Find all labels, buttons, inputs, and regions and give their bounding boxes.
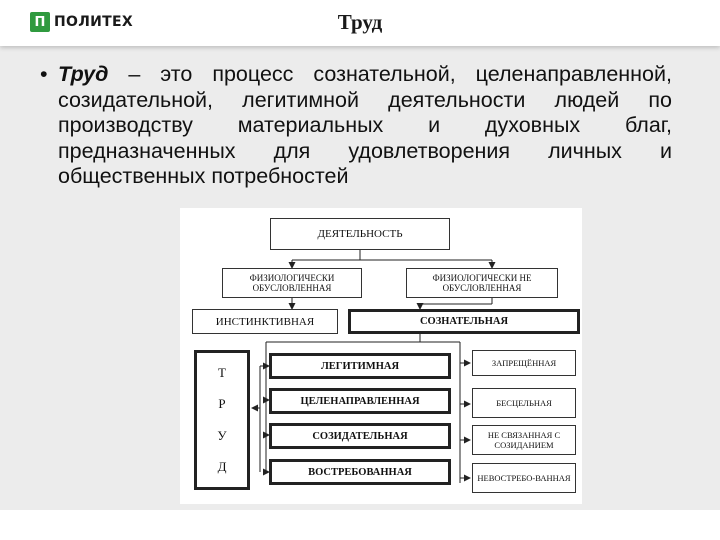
demanded-box: ВОСТРЕБОВАННАЯ [269, 459, 451, 485]
logo-mark-icon: П [30, 12, 50, 32]
definition-paragraph: • Труд – это процесс сознательной, целен… [40, 62, 672, 190]
labor-letter: Т [218, 364, 226, 380]
slide-footer [0, 510, 720, 540]
definition-text: – это процесс сознательной, целенаправле… [58, 62, 672, 188]
slide-title: Труд [337, 10, 383, 34]
non-physiological-box: ФИЗИОЛОГИЧЕСКИ НЕ ОБУСЛОВЛЕННАЯ [406, 268, 558, 298]
slide-header: П ПОЛИТЕХ Труд [0, 0, 720, 46]
instinctive-box: ИНСТИНКТИВНАЯ [192, 309, 338, 334]
root-activity-box: ДЕЯТЕЛЬНОСТЬ [270, 218, 450, 250]
purposeful-box: ЦЕЛЕНАПРАВЛЕННАЯ [269, 388, 451, 414]
undemanded-box: НЕВОСТРЕБО-ВАННАЯ [472, 463, 576, 493]
labor-letter: У [217, 427, 227, 443]
definition-term: Труд [58, 62, 109, 86]
creative-box: СОЗИДАТЕЛЬНАЯ [269, 423, 451, 449]
labor-letter: Р [218, 396, 226, 412]
logo-text: ПОЛИТЕХ [54, 14, 133, 30]
labor-box: Т Р У Д [194, 350, 250, 490]
aimless-box: БЕСЦЕЛЬНАЯ [472, 388, 576, 418]
physiological-box: ФИЗИОЛОГИЧЕСКИ ОБУСЛОВЛЕННАЯ [222, 268, 362, 298]
bullet-icon: • [40, 62, 48, 86]
forbidden-box: ЗАПРЕЩЁННАЯ [472, 350, 576, 376]
activity-diagram: ДЕЯТЕЛЬНОСТЬ ФИЗИОЛОГИЧЕСКИ ОБУСЛОВЛЕННА… [180, 208, 582, 504]
logo: П ПОЛИТЕХ [30, 10, 133, 34]
conscious-box: СОЗНАТЕЛЬНАЯ [348, 309, 580, 334]
diagram-connectors [251, 250, 496, 483]
non-creative-box: НЕ СВЯЗАННАЯ С СОЗИДАНИЕМ [472, 425, 576, 455]
labor-letter: Д [217, 459, 227, 475]
legitimate-box: ЛЕГИТИМНАЯ [269, 353, 451, 379]
